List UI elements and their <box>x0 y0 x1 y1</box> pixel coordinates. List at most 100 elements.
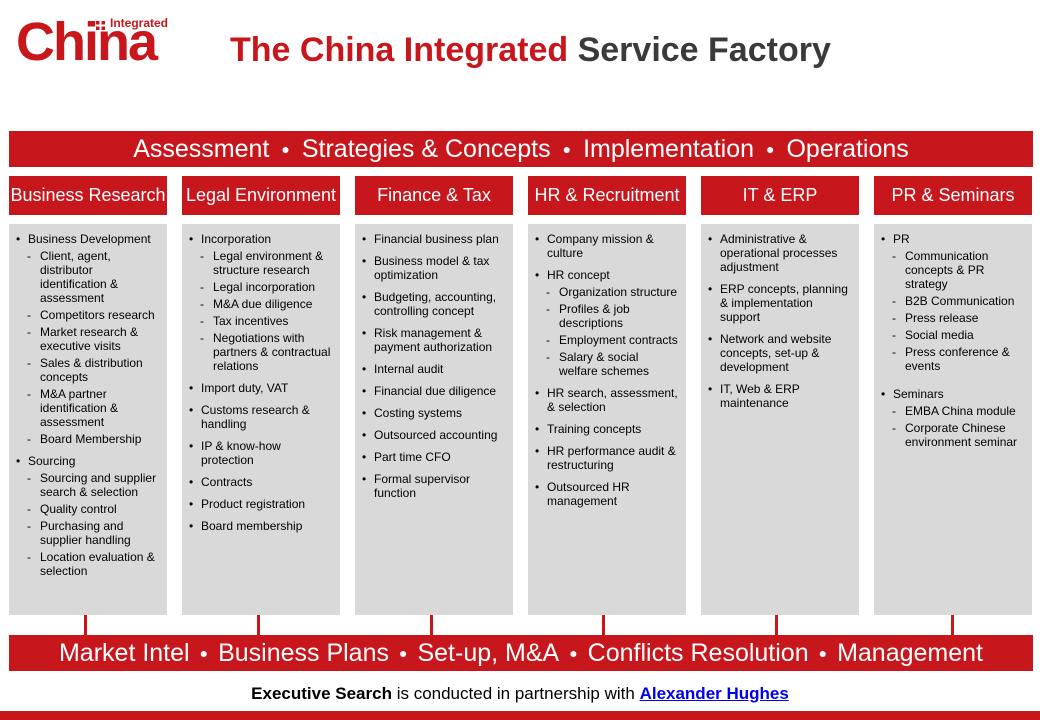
service-item: Outsourced accounting <box>362 428 507 442</box>
service-item: Part time CFO <box>362 450 507 464</box>
service-item: Financial due diligence <box>362 384 507 398</box>
outcome-separator-icon: ● <box>199 645 209 661</box>
service-list: PR Communication concepts & PR strategyB2… <box>874 224 1032 449</box>
service-item: HR search, assessment, & selection <box>535 386 680 414</box>
service-item: Outsourced HR management <box>535 480 680 508</box>
service-column-body: Financial business planBusiness model & … <box>355 224 513 615</box>
service-item: HR performance audit & restructuring <box>535 444 680 472</box>
service-column-body: Administrative & operational processes a… <box>701 224 859 615</box>
service-subitem: Legal incorporation <box>189 280 334 294</box>
outcome-item: Conflicts Resolution <box>587 638 809 667</box>
service-item: PR <box>881 232 1026 246</box>
service-subitem: Press conference & events <box>881 345 1026 373</box>
service-column: Finance & TaxFinancial business planBusi… <box>355 176 513 615</box>
company-logo: Integrated China <box>16 12 186 74</box>
service-list: Company mission & cultureHR conceptOrgan… <box>528 224 686 508</box>
service-item: IP & know-how protection <box>189 439 334 467</box>
service-subitem: Location evaluation & selection <box>16 550 161 578</box>
service-subitem: Employment contracts <box>535 333 680 347</box>
service-item: Business Development <box>16 232 161 246</box>
phase-separator-icon: ● <box>766 141 775 157</box>
service-item: Contracts <box>189 475 334 489</box>
service-item: Formal supervisor function <box>362 472 507 500</box>
service-subitem: Sales & distribution concepts <box>16 356 161 384</box>
outcome-separator-icon: ● <box>399 645 408 661</box>
service-item: Administrative & operational processes a… <box>708 232 853 274</box>
service-subitem: M&A due diligence <box>189 297 334 311</box>
service-subitem: Client, agent, distributor identificatio… <box>16 249 161 305</box>
column-connector <box>951 615 954 637</box>
column-connector <box>775 615 778 637</box>
outcome-item: Market Intel <box>58 638 190 667</box>
phase-item: Implementation <box>583 134 755 163</box>
service-column-header: Legal Environment <box>182 176 340 215</box>
service-subitem: Negotiations with partners & contractual… <box>189 331 334 373</box>
service-column-header: HR & Recruitment <box>528 176 686 215</box>
service-subitem: Corporate Chinese environment seminar <box>881 421 1026 449</box>
logo-tagline: Integrated <box>110 16 169 30</box>
service-subitem: M&A partner identification & assessment <box>16 387 161 429</box>
column-connector <box>602 615 605 637</box>
service-item: Risk management & payment authorization <box>362 326 507 354</box>
phase-item: Strategies & Concepts <box>301 134 551 163</box>
service-item: Internal audit <box>362 362 507 376</box>
page-title-red: The China Integrated <box>230 31 569 69</box>
service-subitem: Competitors research <box>16 308 161 322</box>
service-item: Sourcing <box>16 454 161 468</box>
footer-text: is conducted in partnership with <box>391 684 640 703</box>
page-title: The China Integrated Service Factory <box>230 30 831 70</box>
page-title-rest: Service Factory <box>577 31 831 69</box>
phase-item: Operations <box>786 134 909 163</box>
logo-wordmark: China <box>16 12 158 72</box>
service-item: Budgeting, accounting, controlling conce… <box>362 290 507 318</box>
column-connector <box>257 615 260 637</box>
service-list: IncorporationLegal environment & structu… <box>182 224 340 533</box>
service-subitem: Purchasing and supplier handling <box>16 519 161 547</box>
outcome-separator-icon: ● <box>569 645 578 661</box>
service-item: Training concepts <box>535 422 680 436</box>
service-column: IT & ERP Administrative & operational pro… <box>701 176 859 615</box>
service-item: Company mission & culture <box>535 232 680 260</box>
service-subitem: B2B Communication <box>881 294 1026 308</box>
outcome-separator-icon: ● <box>818 645 828 661</box>
service-item: Costing systems <box>362 406 507 420</box>
service-column-header: Finance & Tax <box>355 176 513 215</box>
service-subitem: Sourcing and supplier search & selection <box>16 471 161 499</box>
service-column-header: PR & Seminars <box>874 176 1032 215</box>
service-column-body: Business DevelopmentClient, agent, distr… <box>9 224 167 615</box>
service-column-header: IT & ERP <box>701 176 859 215</box>
service-item: ERP concepts, planning & implementation … <box>708 282 853 324</box>
service-column-body: PR Communication concepts & PR strategyB2… <box>874 224 1032 615</box>
service-subitem: Profiles & job descriptions <box>535 302 680 330</box>
service-item: Network and website concepts, set-up & d… <box>708 332 853 374</box>
service-item: IT, Web & ERP maintenance <box>708 382 853 410</box>
service-item: Incorporation <box>189 232 334 246</box>
phase-separator-icon: ● <box>281 141 290 157</box>
service-subitem: Tax incentives <box>189 314 334 328</box>
service-column: HR & RecruitmentCompany mission & cultur… <box>528 176 686 615</box>
alexander-hughes-link[interactable]: Alexander Hughes <box>639 684 789 703</box>
service-list: Financial business planBusiness model & … <box>355 224 513 500</box>
service-column-body: IncorporationLegal environment & structu… <box>182 224 340 615</box>
service-column: PR & SeminarsPR Communication concepts & … <box>874 176 1032 615</box>
service-column: Legal EnvironmentIncorporationLegal envi… <box>182 176 340 615</box>
service-subitem: Communication concepts & PR strategy <box>881 249 1026 291</box>
service-item: Product registration <box>189 497 334 511</box>
outcome-item: Set-up, M&A <box>417 638 560 667</box>
service-item: Financial business plan <box>362 232 507 246</box>
service-column: Business ResearchBusiness DevelopmentCli… <box>9 176 167 615</box>
service-subitem: Social media <box>881 328 1026 342</box>
service-list: Administrative & operational processes a… <box>701 224 859 410</box>
service-list: Business DevelopmentClient, agent, distr… <box>9 224 167 578</box>
service-subitem: Market research & executive visits <box>16 325 161 353</box>
phase-item: Assessment <box>133 134 270 163</box>
column-connector <box>84 615 87 637</box>
service-subitem: Board Membership <box>16 432 161 446</box>
service-subitem: Salary & social welfare schemes <box>535 350 680 378</box>
service-column-header: Business Research <box>9 176 167 215</box>
service-subitem: Organization structure <box>535 285 680 299</box>
footer-bold: Executive Search <box>251 684 392 703</box>
bottom-strip <box>0 711 1040 720</box>
service-subitem: Press release <box>881 311 1026 325</box>
service-item: Business model & tax optimization <box>362 254 507 282</box>
